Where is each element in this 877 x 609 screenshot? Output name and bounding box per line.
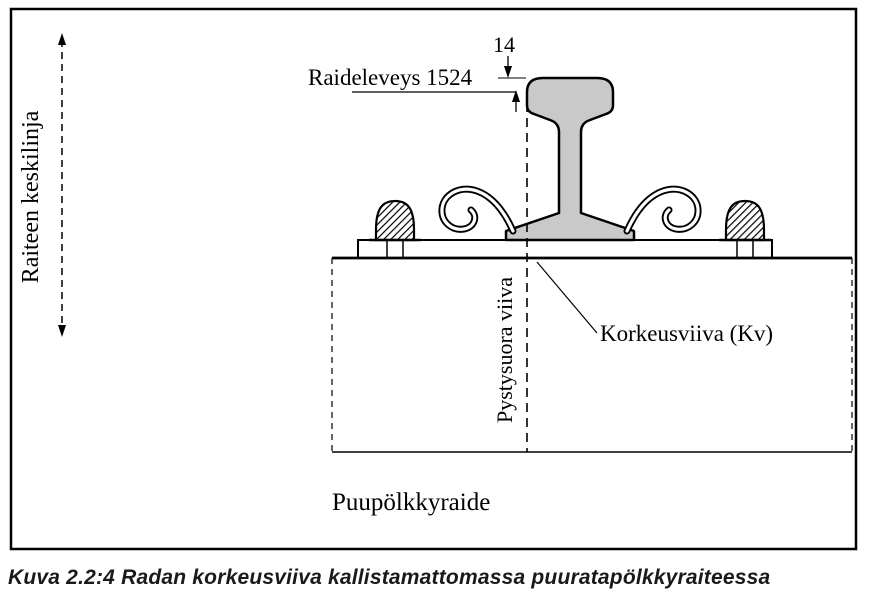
rail-profile — [504, 76, 636, 242]
centerline-arrow-down-icon — [58, 325, 66, 337]
left-bolt-head — [374, 199, 416, 242]
rail-baseplate — [357, 239, 773, 259]
rail-clip-left — [438, 185, 517, 235]
height-line-leader — [536, 261, 598, 334]
vertical-line-label: Pystysuora viiva — [492, 277, 517, 423]
gauge-dimension-label: Raideleveys 1524 — [308, 65, 473, 90]
rail-clip-right — [623, 185, 702, 235]
figure-frame — [9, 7, 858, 551]
right-bolt-shank — [736, 239, 754, 259]
right-bolt-head — [724, 199, 766, 242]
track-centerline-label: Raiteen keskilinja — [18, 110, 44, 283]
head-offset-arrow-down-icon — [504, 66, 512, 78]
gauge-arrow-up-icon — [512, 90, 520, 102]
head-offset-dimension-label: 14 — [493, 32, 515, 57]
left-bolt-shank — [386, 239, 404, 259]
height-line-label: Korkeusviiva (Kv) — [600, 321, 773, 346]
centerline-arrow-up-icon — [58, 33, 66, 45]
figure-caption: Kuva 2.2:4 Radan korkeusviiva kallistama… — [8, 566, 771, 589]
track-type-label: Puupölkkyraide — [332, 489, 490, 516]
railway-cross-section-diagram: Raiteen keskilinja Raidelevey — [9, 7, 858, 551]
